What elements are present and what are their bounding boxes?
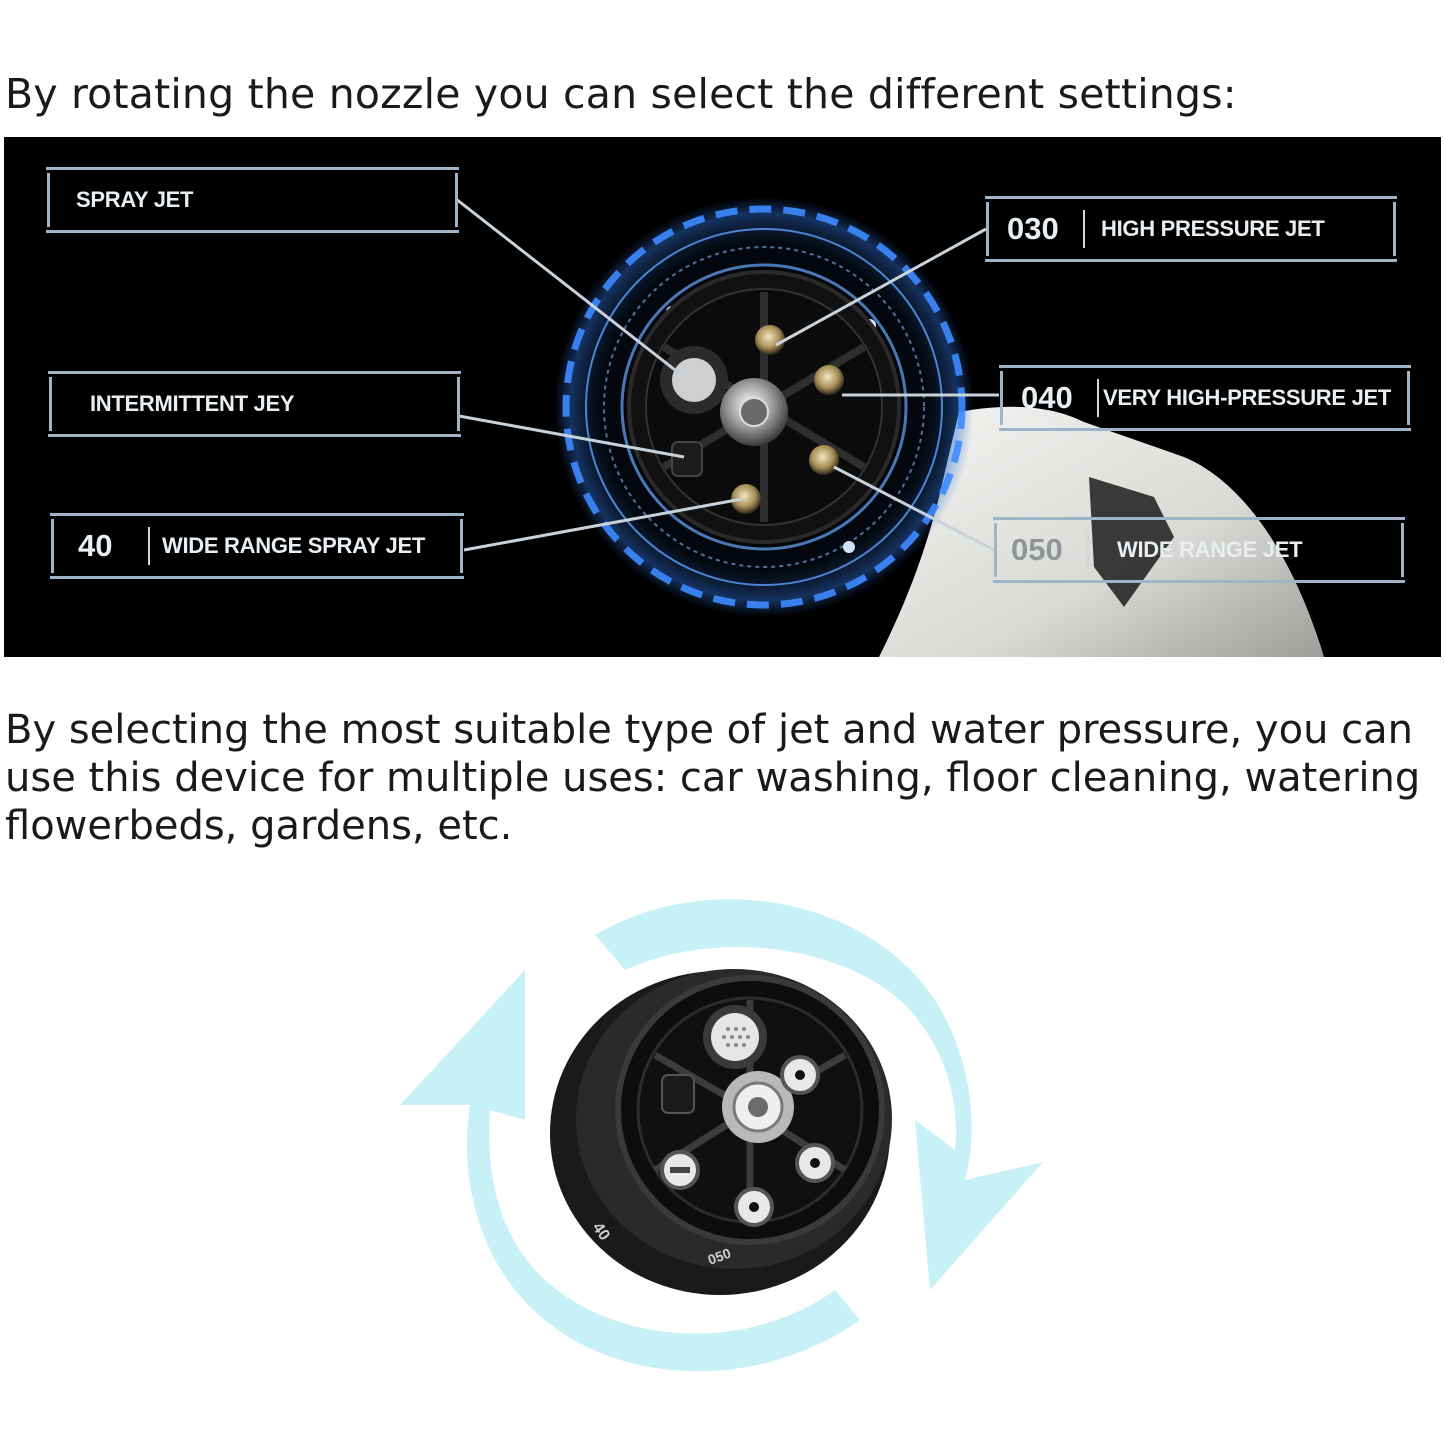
jet-050 bbox=[809, 445, 839, 475]
label-wide-range-spray-jet-code: 40 bbox=[78, 528, 113, 563]
label-wide-range-jet-code: 050 bbox=[1011, 532, 1063, 567]
nozzle-illustration bbox=[455, 197, 1324, 657]
outer-ring bbox=[585, 228, 943, 586]
code-divider bbox=[1097, 379, 1099, 417]
label-intermittent: INTERMITTENT JEY bbox=[48, 371, 461, 437]
usage-line-3: flowerbeds, gardens, etc. bbox=[5, 803, 513, 849]
label-spray-jet-text: SPRAY JET bbox=[76, 187, 194, 212]
code-divider bbox=[1087, 531, 1089, 569]
label-intermittent-text: INTERMITTENT JEY bbox=[90, 391, 295, 416]
usage-line-2: use this device for multiple uses: car w… bbox=[5, 755, 1421, 801]
rotate-nozzle-figure: 40 050 bbox=[400, 899, 1043, 1372]
label-high-pressure-jet-text: HIGH PRESSURE JET bbox=[1101, 216, 1325, 241]
outer-dashed-ring bbox=[562, 205, 966, 609]
label-very-high-pressure-jet-text: VERY HIGH-PRESSURE JET bbox=[1103, 385, 1392, 410]
label-high-pressure-jet-code: 030 bbox=[1007, 211, 1059, 246]
handle-grip-opening bbox=[1089, 477, 1174, 607]
label-wide-range-jet-text: WIDE RANGE JET bbox=[1117, 537, 1303, 562]
code-divider bbox=[1083, 210, 1085, 248]
inner-ring bbox=[620, 263, 908, 551]
label-wide-range-jet: 050 WIDE RANGE JET bbox=[993, 517, 1405, 583]
jet-orifices bbox=[660, 1055, 835, 1227]
nozzle-settings-diagram: SPRAY JET INTERMITTENT JEY 40 WIDE RANGE… bbox=[4, 137, 1441, 657]
rotate-arrow-clockwise-icon bbox=[595, 899, 1043, 1290]
ring-highlight bbox=[843, 541, 855, 553]
code-divider bbox=[148, 527, 150, 565]
jet-030 bbox=[755, 325, 785, 355]
label-spray-jet: SPRAY JET bbox=[46, 167, 459, 233]
nozzle-product-photo: 40 050 bbox=[550, 969, 892, 1295]
tick-ring bbox=[603, 246, 925, 568]
label-high-pressure-jet: 030 HIGH PRESSURE JET bbox=[985, 196, 1397, 262]
dial-marking-050: 050 bbox=[706, 1245, 734, 1268]
connector-lines bbox=[455, 197, 999, 552]
spray-head-mesh bbox=[672, 358, 716, 402]
intermittent-head bbox=[671, 441, 703, 477]
label-wide-range-spray-jet-text: WIDE RANGE SPRAY JET bbox=[162, 533, 425, 558]
jet-040 bbox=[814, 365, 844, 395]
label-very-high-pressure-jet: 040 VERY HIGH-PRESSURE JET bbox=[999, 365, 1411, 431]
label-wide-range-spray-jet: 40 WIDE RANGE SPRAY JET bbox=[50, 513, 464, 579]
rotate-arrow-counterclockwise-icon bbox=[400, 970, 860, 1372]
usage-paragraph: By selecting the most suitable type of j… bbox=[5, 706, 1445, 850]
usage-line-1: By selecting the most suitable type of j… bbox=[5, 707, 1413, 753]
label-very-high-pressure-jet-code: 040 bbox=[1021, 380, 1073, 415]
jet-40 bbox=[731, 484, 761, 514]
page-heading: By rotating the nozzle you can select th… bbox=[5, 70, 1237, 118]
